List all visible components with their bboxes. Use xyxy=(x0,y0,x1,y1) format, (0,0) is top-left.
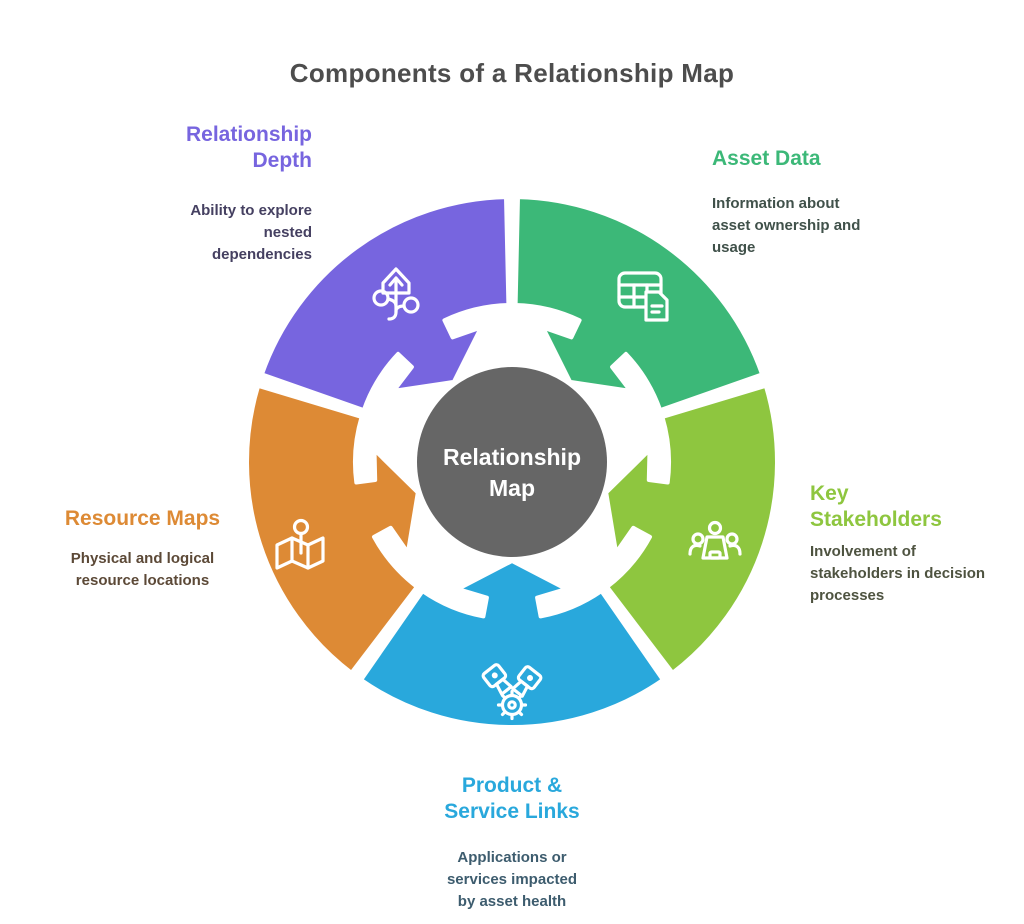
page-title: Components of a Relationship Map xyxy=(289,58,735,88)
key-stakeholders-heading: Key Stakeholders xyxy=(810,482,942,531)
label-product-service-links: Product & Service Links Applications or … xyxy=(387,773,637,913)
relationship-depth-description: Ability to explore nested dependencies xyxy=(190,202,312,263)
map-pin-icon xyxy=(275,518,325,570)
segment-key-stakeholders xyxy=(604,383,779,675)
product-service-links-description: Applications or services impacted by ass… xyxy=(446,849,578,910)
key-stakeholders-description: Involvement of stakeholders in decision … xyxy=(810,543,986,604)
segment-asset-data xyxy=(513,195,765,413)
meeting-people-icon xyxy=(688,520,742,560)
table-document-icon xyxy=(617,271,669,322)
engine-gear-icon xyxy=(481,663,543,721)
center-hub-label-line2: Map xyxy=(489,475,535,501)
label-resource-maps: Resource Maps Physical and logical resou… xyxy=(55,506,230,592)
segment-product-service-links xyxy=(359,559,665,730)
growth-branch-icon xyxy=(372,267,420,321)
segment-resource-maps xyxy=(245,383,420,675)
label-asset-data: Asset Data Information about asset owner… xyxy=(712,146,860,259)
asset-data-description: Information about asset ownership and us… xyxy=(712,195,861,256)
resource-maps-heading: Resource Maps xyxy=(64,507,221,530)
product-service-links-heading: Product & Service Links xyxy=(444,774,580,823)
asset-data-heading: Asset Data xyxy=(712,147,821,170)
label-relationship-depth: Relationship Depth Ability to explore ne… xyxy=(186,122,312,266)
center-hub-label-line1: Relationship xyxy=(443,444,581,470)
center-hub xyxy=(417,367,607,557)
resource-maps-description: Physical and logical resource locations xyxy=(70,550,215,589)
label-key-stakeholders: Key Stakeholders Involvement of stakehol… xyxy=(810,481,985,607)
relationship-depth-heading: Relationship Depth xyxy=(185,123,312,172)
